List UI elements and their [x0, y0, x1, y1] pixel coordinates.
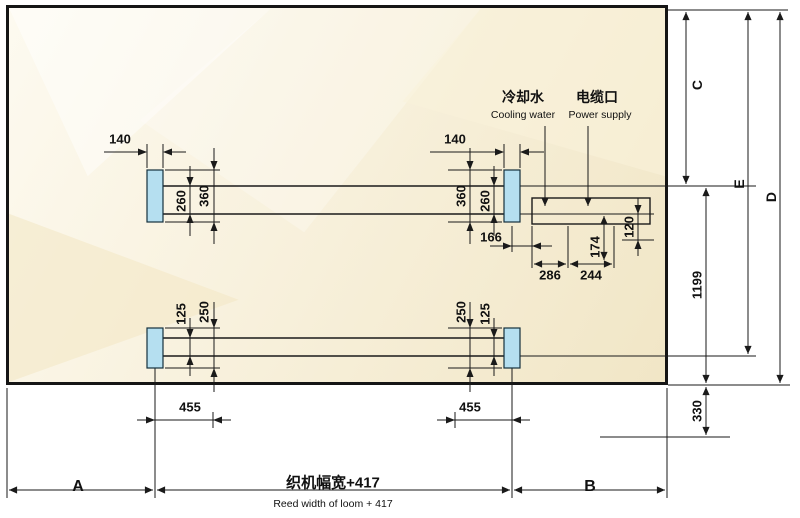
- reed-width-label-en: Reed width of loom + 417: [273, 497, 393, 510]
- height-label-d: D: [763, 191, 779, 203]
- machine-outline: [6, 5, 668, 385]
- dim-pad-length-top-left: 360: [196, 185, 212, 207]
- dim-rail-width-top-right: 260: [477, 190, 493, 212]
- zone-label-b: B: [584, 478, 596, 495]
- dim-cooling-water-depth: 120: [621, 216, 637, 238]
- dim-pad-length-bottom-right: 250: [453, 301, 469, 323]
- cooling-water-label-en: Cooling water: [490, 108, 556, 121]
- dim-cooling-water-offset: 286: [539, 267, 561, 283]
- dim-rail-width-top-left: 260: [173, 190, 189, 212]
- dim-pad-length-bottom-left: 250: [196, 301, 212, 323]
- dim-pad-to-trench: 166: [480, 229, 502, 245]
- reed-width-label-cn: 织机幅宽+417: [286, 474, 380, 492]
- dim-pad-offset-right: 455: [459, 399, 481, 415]
- height-label-e: E: [731, 179, 747, 189]
- power-supply-label-en: Power supply: [568, 108, 632, 121]
- cooling-water-label-cn: 冷却水: [502, 89, 544, 105]
- dim-power-supply-depth: 174: [587, 236, 603, 258]
- dim-pad-width-top-left: 140: [109, 131, 131, 147]
- dim-power-supply-offset: 244: [580, 267, 602, 283]
- dim-pad-width-top-right: 140: [444, 131, 466, 147]
- dim-front-to-rear: 1199: [689, 270, 705, 300]
- height-label-c: C: [689, 79, 705, 91]
- power-supply-label-cn: 电缆口: [576, 89, 618, 105]
- dim-pad-length-top-right: 360: [453, 185, 469, 207]
- dim-rail-width-bottom-right: 125: [477, 303, 493, 325]
- dim-pad-offset-left: 455: [179, 399, 201, 415]
- dim-rear-clearance: 330: [689, 400, 705, 422]
- dim-rail-width-bottom-left: 125: [173, 303, 189, 325]
- zone-label-a: A: [72, 478, 84, 495]
